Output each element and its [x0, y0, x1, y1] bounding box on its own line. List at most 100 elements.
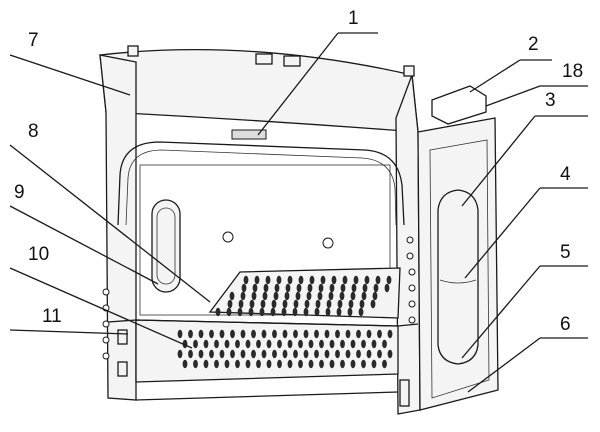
grille-perforation — [193, 339, 198, 349]
rear-perforation — [254, 275, 260, 285]
rear-perforation — [298, 275, 304, 285]
rear-perforation — [271, 299, 277, 309]
top-right-tab — [403, 65, 415, 77]
rear-perforation — [262, 291, 268, 301]
base-line — [135, 391, 399, 401]
mounting-hole — [102, 352, 110, 360]
rear-tray-perforations — [215, 275, 392, 317]
rear-perforation — [329, 283, 335, 293]
grille-perforation — [235, 359, 240, 369]
rear-perforation — [265, 275, 271, 285]
rear-perforation — [292, 307, 298, 317]
top-tab-b — [283, 55, 301, 67]
rear-perforation — [317, 291, 323, 301]
rear-perforation — [248, 307, 254, 317]
grille-perforation — [235, 339, 240, 349]
front-grille-perforations — [177, 329, 393, 369]
mounting-hole — [102, 320, 110, 328]
rear-perforation — [260, 299, 266, 309]
grille-perforation — [293, 329, 298, 339]
mounting-hole — [408, 316, 416, 324]
rear-perforation — [362, 283, 368, 293]
grille-perforation — [319, 359, 324, 369]
rear-perforation — [274, 283, 280, 293]
grille-perforation — [340, 359, 345, 369]
grille-perforation — [240, 329, 246, 339]
grille-perforation — [308, 359, 314, 369]
leader-1 — [257, 32, 339, 136]
rear-perforation — [364, 275, 370, 285]
mounting-hole — [406, 236, 414, 244]
grille-perforation — [277, 359, 282, 369]
grille-perforation — [345, 349, 351, 359]
rear-perforation — [287, 275, 293, 285]
grille-perforation — [371, 359, 377, 369]
rear-perforation — [347, 307, 353, 317]
grille-perforation — [177, 349, 183, 359]
grille-perforation — [382, 339, 387, 349]
rear-perforation — [370, 299, 376, 309]
rear-perforation — [373, 283, 379, 293]
grille-perforation — [329, 359, 335, 369]
rear-perforation — [237, 307, 243, 317]
grille-perforation — [182, 359, 188, 369]
grille-perforation — [350, 359, 356, 369]
rear-perforation — [386, 275, 392, 285]
grille-perforation — [382, 359, 387, 369]
grille-perforation — [277, 339, 282, 349]
rear-perforation — [372, 291, 378, 301]
hole-right — [322, 237, 334, 249]
grille-perforation — [377, 349, 382, 359]
leader-6 — [467, 337, 541, 393]
grille-perforation — [366, 329, 372, 339]
rear-perforation — [241, 283, 247, 293]
rear-perforation — [251, 291, 257, 301]
rear-perforation — [304, 299, 310, 309]
leader-3 — [461, 115, 536, 207]
grille-perforation — [361, 359, 366, 369]
grille-perforation — [230, 349, 235, 359]
grille-perforation — [261, 349, 267, 359]
rear-perforation — [296, 283, 302, 293]
grille-perforation — [203, 359, 209, 369]
rear-perforation — [229, 291, 235, 301]
grille-perforation — [251, 349, 256, 359]
rear-perforation — [351, 283, 357, 293]
leader-9 — [9, 205, 159, 285]
grille-perforation — [303, 349, 309, 359]
grille-perforation — [188, 349, 193, 359]
rear-perforation — [315, 299, 321, 309]
rear-perforation — [285, 283, 291, 293]
side-capsule — [437, 189, 479, 365]
cabinet-frame — [99, 45, 499, 415]
grille-perforation — [214, 339, 219, 349]
rear-perforation — [243, 275, 249, 285]
rear-perforation — [240, 291, 246, 301]
rear-perforation — [348, 299, 354, 309]
callout-5: 5 — [560, 242, 571, 263]
grille-perforation — [366, 349, 372, 359]
grille-perforation — [293, 349, 298, 359]
grille-perforation — [256, 339, 261, 349]
callout-labels: 1 2 18 3 4 5 6 7 8 9 10 11 — [14, 8, 583, 335]
rear-perforation — [252, 283, 258, 293]
rear-perforation — [276, 275, 282, 285]
rear-perforation — [273, 291, 279, 301]
grille-perforation — [245, 359, 251, 369]
rear-perforation — [307, 283, 313, 293]
grille-perforation — [314, 349, 319, 359]
leader-lines — [9, 32, 588, 393]
rear-perforation — [281, 307, 287, 317]
grille-perforation — [219, 329, 225, 339]
mounting-hole — [102, 336, 110, 344]
callout-4: 4 — [560, 164, 571, 185]
rear-perforation — [375, 275, 381, 285]
mounting-hole — [408, 284, 416, 292]
rear-perforation — [320, 275, 326, 285]
grille-perforation — [387, 349, 393, 359]
rear-perforation — [318, 283, 324, 293]
rear-perforation — [282, 299, 288, 309]
rear-perforation — [328, 291, 334, 301]
grille-perforation — [266, 339, 272, 349]
